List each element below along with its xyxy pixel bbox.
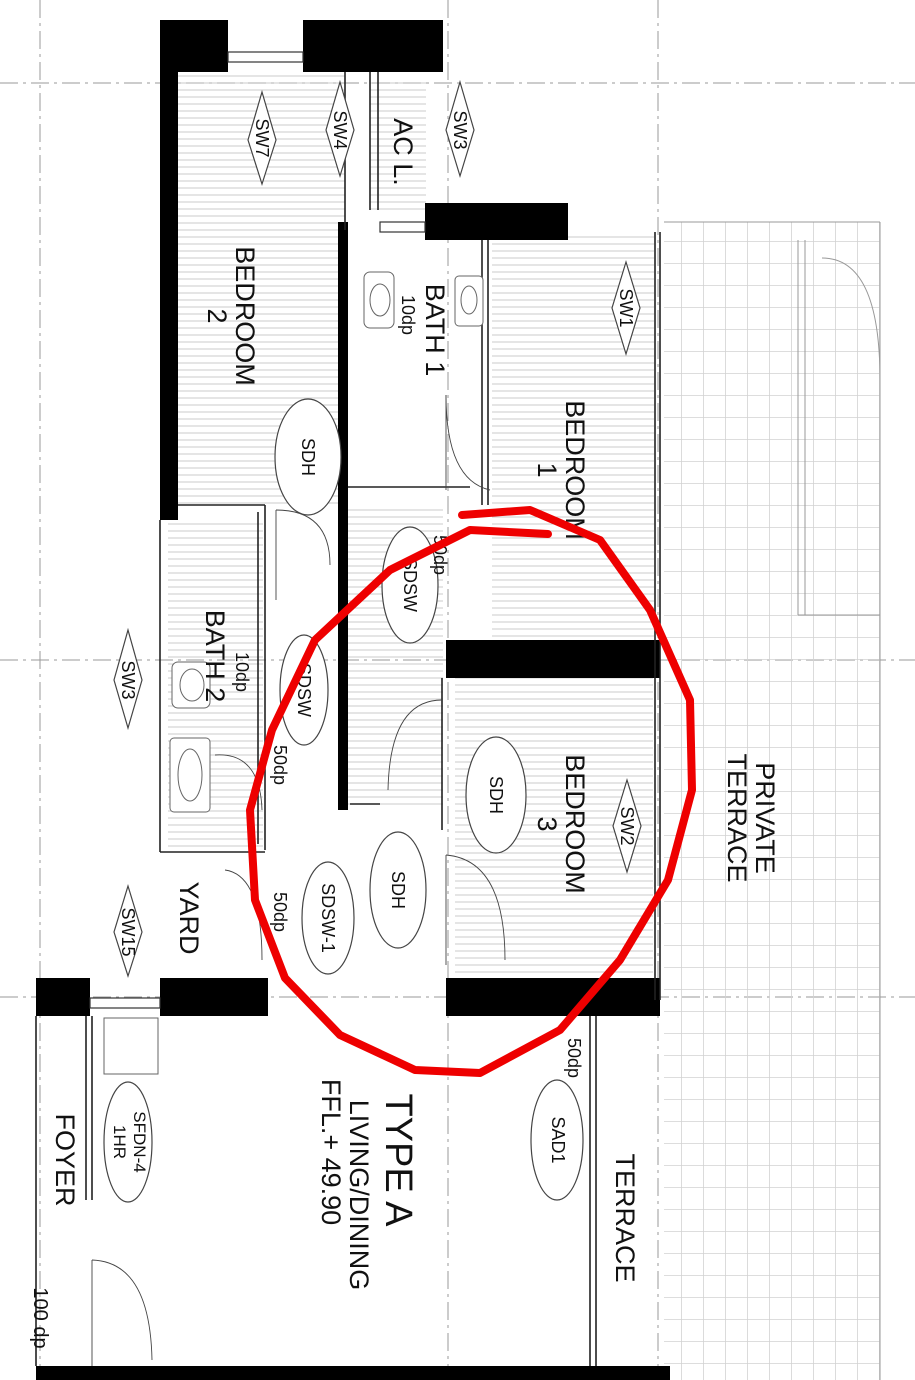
tag-sw15: SW15 — [118, 907, 138, 956]
tag-sw2: SW2 — [617, 806, 637, 845]
tag-outlines — [103, 79, 642, 1203]
bedroom-2-label: BEDROOM — [230, 246, 260, 386]
tag-sw3-side: SW3 — [118, 660, 138, 699]
red-circle — [246, 506, 696, 1077]
tag-sw4: SW4 — [330, 110, 350, 149]
tag-sdsw-1: SDSW — [400, 558, 420, 612]
floor-level-label: FFL.+ 49.90 — [316, 1079, 346, 1225]
yard-label: YARD — [174, 881, 204, 954]
terrace-label: TERRACE — [610, 1153, 640, 1282]
tag-sad1: SAD1 — [548, 1116, 568, 1163]
bedroom-1-label: BEDROOM — [560, 400, 590, 540]
tag-sw1: SW1 — [616, 288, 636, 327]
private-terrace-label: PRIVATE — [750, 762, 780, 874]
bath-2-dp: 10dp — [232, 652, 252, 692]
terrace-tiles — [664, 221, 881, 1380]
dp-living: 50dp — [270, 892, 290, 932]
tag-sdh-1: SDH — [298, 438, 318, 476]
type-label: TYPE A — [377, 1093, 419, 1227]
bath-1-label: BATH 1 — [420, 284, 450, 377]
dp-terrace: 50dp — [564, 1038, 584, 1078]
tag-sw3-top: SW3 — [450, 110, 470, 149]
dp-bath2-door: 50dp — [270, 745, 290, 785]
bedroom-3-number: 3 — [532, 816, 562, 831]
ac-label: AC L. — [388, 118, 418, 186]
dp-labels: 50dp 50dp 50dp 50dp — [270, 535, 584, 1078]
partitions — [35, 72, 661, 1366]
bath-2-label: BATH 2 — [200, 610, 230, 703]
tag-sdh-3: SDH — [388, 871, 408, 909]
bedroom-2-number: 2 — [202, 308, 232, 323]
door-swings — [91, 394, 506, 1366]
tag-sw7: SW7 — [252, 118, 272, 157]
red-annotation — [246, 506, 696, 1077]
living-dining-label: LIVING/DINING — [344, 1100, 374, 1291]
tag-sfdn-rating: 1HR — [110, 1125, 129, 1159]
windows — [89, 51, 426, 1009]
tag-sfdn: SFDN-4 — [130, 1111, 149, 1172]
bedroom-1-number: 1 — [532, 462, 562, 477]
tag-sdh-2: SDH — [486, 776, 506, 814]
fixtures — [103, 271, 484, 1075]
private-terrace-label-2: TERRACE — [722, 753, 752, 882]
tag-labels: SW7 SW4 SW3 SW1 SW3 SW2 SW15 SDH SDH SDH… — [110, 110, 637, 1172]
ac-area — [370, 78, 426, 213]
foyer-label: FOYER — [50, 1113, 80, 1206]
walls — [36, 20, 670, 1380]
bath-1-dp: 10dp — [398, 295, 418, 335]
foyer-dp: 100 dp — [29, 1287, 51, 1348]
bedroom-3-label: BEDROOM — [560, 754, 590, 894]
tag-sdsw-3: SDSW-1 — [318, 883, 338, 953]
room-labels: BEDROOM 2 BATH 1 10dp BEDROOM 1 BATH 2 1… — [29, 118, 780, 1348]
